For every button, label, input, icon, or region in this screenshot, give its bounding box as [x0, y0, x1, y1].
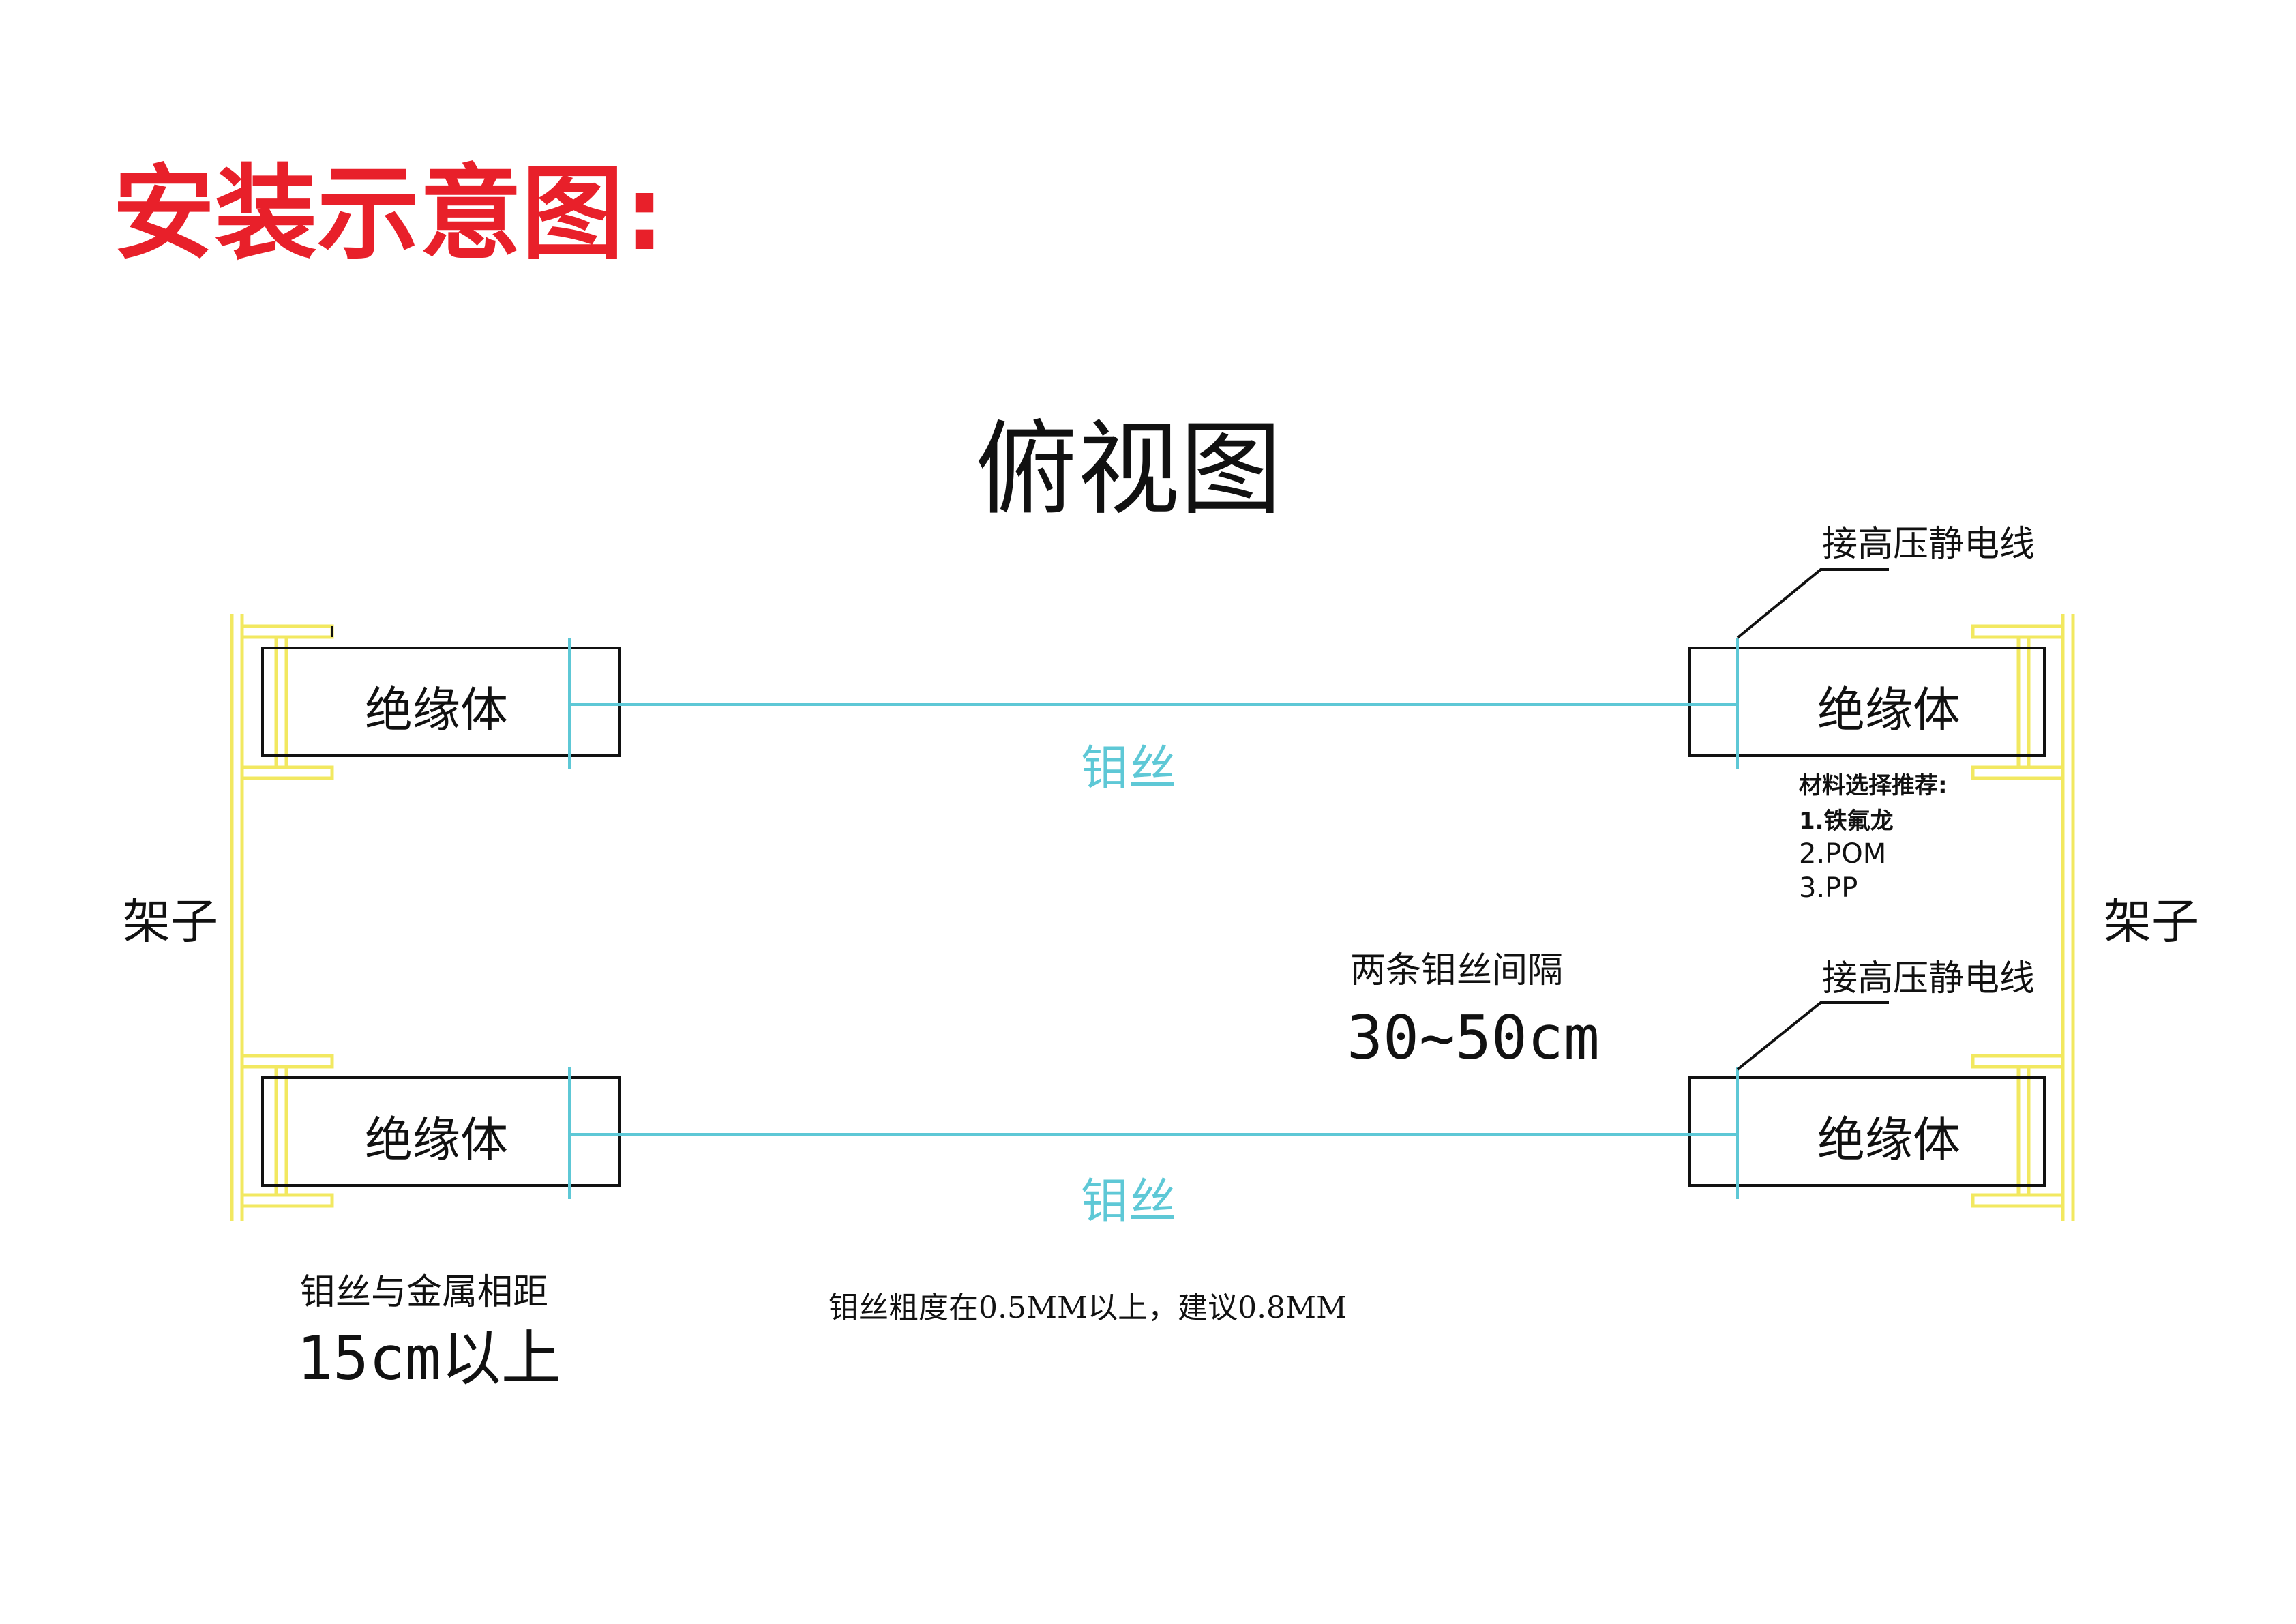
materials-item-2: 2.POM: [1799, 838, 1886, 870]
rack-label-left: 架子: [123, 894, 218, 949]
insulator-top-right: [1688, 647, 2046, 757]
view-title: 俯视图: [975, 411, 1282, 529]
wire-label-top: 钼丝: [1081, 740, 1176, 796]
hv-label-top: 接高压静电线: [1822, 524, 2035, 565]
rack-label-right: 架子: [2104, 894, 2199, 949]
wire-label-bottom: 钼丝: [1081, 1173, 1176, 1229]
materials-item-3: 3.PP: [1799, 872, 1858, 904]
materials-block: 材料选择推荐: 1.铁氟龙 2.POM 3.PP: [1799, 772, 1948, 904]
hv-leader-top: [1736, 568, 1889, 639]
page-title: 安装示意图:: [113, 155, 665, 274]
wire-thickness-note: 钼丝粗度在0.5MM以上，建议0.8MM: [829, 1290, 1347, 1325]
insulator-label-top-left: 绝缘体: [365, 682, 508, 738]
materials-item-1: 1.铁氟龙: [1799, 808, 1894, 835]
insulator-bottom-left: [261, 1076, 621, 1187]
distance-value: 15cm以上: [297, 1323, 561, 1393]
materials-heading: 材料选择推荐:: [1799, 772, 1948, 799]
insulator-label-bottom-left: 绝缘体: [365, 1112, 508, 1168]
insulator-top-left: [261, 647, 621, 757]
spacing-value: 30~50cm: [1347, 1003, 1600, 1073]
hv-label-bottom: 接高压静电线: [1822, 958, 2035, 999]
insulator-label-top-right: 绝缘体: [1817, 682, 1960, 738]
distance-label: 钼丝与金属相距: [300, 1272, 548, 1313]
insulator-bottom-right: [1688, 1076, 2046, 1187]
spacing-label: 两条钼丝间隔: [1350, 950, 1563, 991]
rack-left: [230, 614, 334, 1221]
insulator-label-bottom-right: 绝缘体: [1817, 1112, 1960, 1168]
rack-right: [1971, 614, 2075, 1221]
hv-leader-bottom: [1736, 1001, 1889, 1071]
